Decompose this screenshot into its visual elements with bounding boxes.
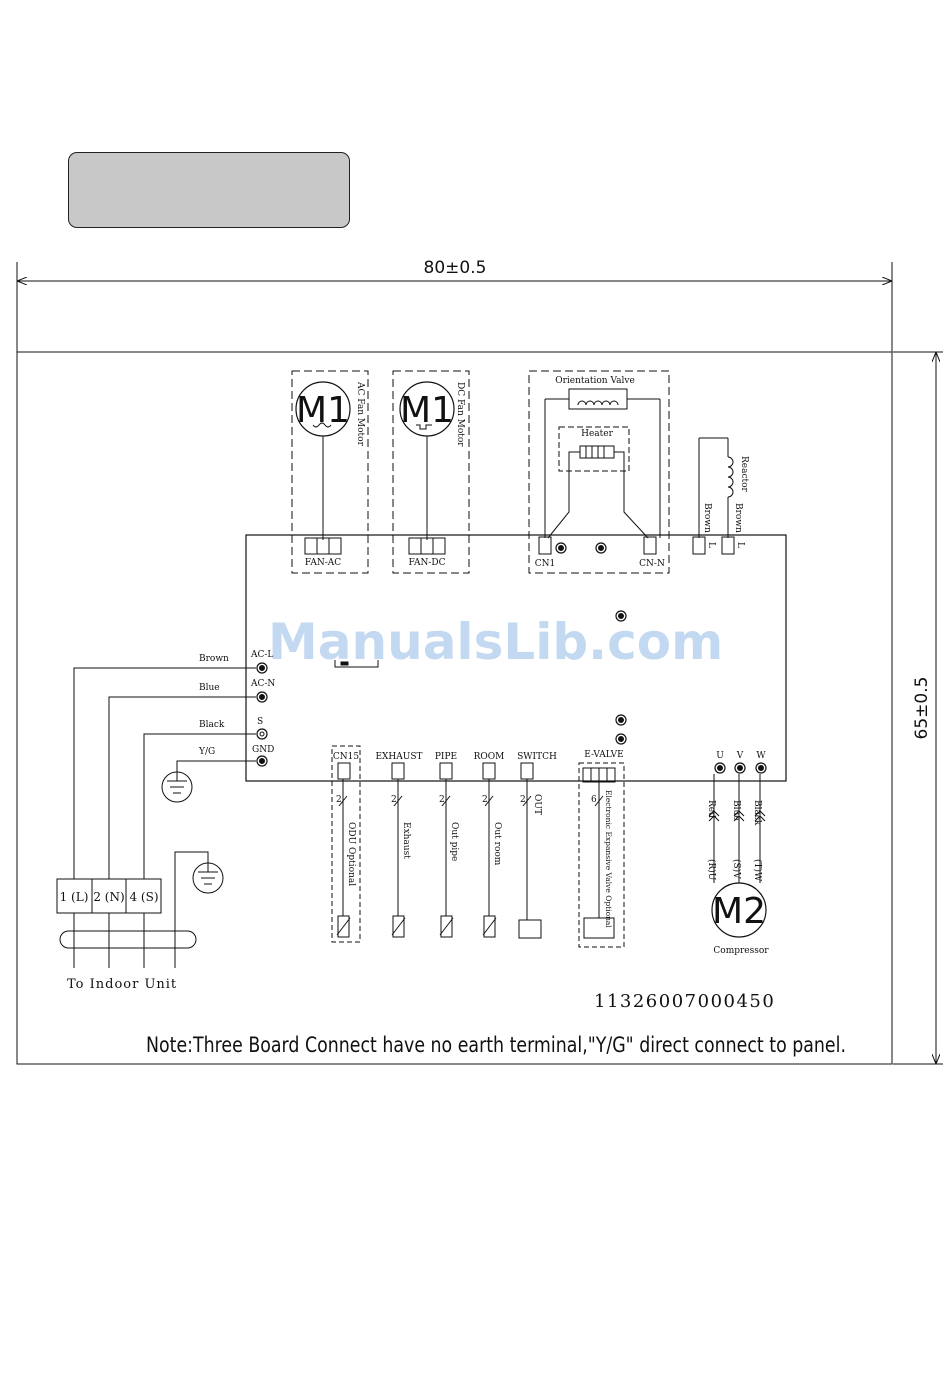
reactor-label: Reactor — [739, 456, 749, 493]
exhaust-wire-count: 2 — [391, 795, 397, 805]
switch-out-label: OUT — [532, 794, 542, 815]
sensor-exhaust — [391, 762, 406, 938]
terminal-block — [56, 878, 162, 914]
dc-fan-motor-label: DC Fan Motor — [455, 382, 465, 447]
ac-n-pin-label: AC-N — [250, 679, 275, 689]
s-pin-label: S — [257, 717, 263, 727]
ac-l-pin-label: AC-L — [250, 650, 273, 660]
part-number: 11326007000450 — [594, 991, 775, 1012]
power-terminal-pins — [256, 662, 268, 767]
width-dimension-label: 80±0.5 — [424, 258, 487, 278]
cable-clamp — [59, 930, 197, 949]
black-wire-label: Black — [199, 720, 225, 730]
sensor-odu-optional — [331, 745, 361, 943]
width-dimension — [16, 262, 893, 352]
compressor-symbol: M2 — [712, 891, 766, 932]
watermark: ManualsLib.com — [268, 613, 724, 671]
power-wires — [73, 667, 256, 968]
e-valve-block — [578, 762, 625, 948]
pipe-connector-label: PIPE — [435, 752, 457, 762]
e-valve-connector-label: E-VALVE — [584, 750, 624, 760]
terminal-sv-label: (S)V — [731, 859, 742, 879]
switch-connector-label: SWITCH — [517, 752, 557, 762]
e-valve-wire-count: 6 — [591, 795, 597, 805]
title-placeholder-box — [68, 152, 350, 228]
out-room-label: Out room — [492, 822, 502, 866]
dc-fan-motor-symbol: M1 — [400, 390, 454, 431]
heater-label: Heater — [581, 429, 613, 439]
note-text: Note:Three Board Connect have no earth t… — [146, 1033, 846, 1057]
diagram-frame — [16, 351, 893, 1065]
brown-wire-label: Brown — [199, 654, 229, 664]
compressor-pins — [714, 762, 767, 774]
terminal-tw-label: (T)W — [752, 859, 763, 882]
fan-dc-connector-label: FAN-DC — [409, 558, 446, 568]
reactor-wire2-label: Brown — [733, 503, 743, 533]
ac-fan-motor — [291, 370, 369, 574]
blue-wire-label: Blue — [199, 683, 220, 693]
yg-wire-label: Y/G — [198, 747, 215, 757]
valve-heater-block — [528, 370, 670, 574]
reactor-pin2-label: L — [735, 542, 745, 548]
exhaust-sensor-label: Exhaust — [401, 822, 411, 859]
pcb-markings — [334, 610, 627, 745]
dc-fan-motor — [392, 370, 470, 574]
terminal-4-label: 4 (S) — [129, 890, 158, 904]
switch-wire-count: 2 — [520, 795, 526, 805]
out-pipe-label: Out pipe — [449, 822, 459, 861]
black-phase-wire-label: Black — [752, 800, 762, 826]
cn15-label: CN15 — [333, 752, 359, 762]
height-dimension — [893, 351, 943, 1065]
blue-phase-wire-label: Blue — [731, 800, 741, 821]
ac-fan-motor-symbol: M1 — [296, 390, 350, 431]
fan-ac-connector-label: FAN-AC — [305, 558, 341, 568]
sensor-out-pipe — [439, 762, 454, 938]
height-dimension-label: 65±0.5 — [912, 677, 932, 740]
switch-connector — [518, 762, 542, 939]
earth-symbol-1 — [161, 770, 193, 803]
terminal-ru-label: (R)U — [706, 859, 717, 881]
e-valve-label: Electronic Expansive Valve Optional — [604, 790, 613, 928]
odu-optional-label: ODU Optional — [346, 822, 356, 886]
terminal-1-label: 1 (L) — [60, 890, 89, 904]
reactor — [692, 437, 735, 555]
reactor-pin1-label: L — [706, 542, 716, 548]
orientation-valve-label: Orientation Valve — [555, 376, 635, 386]
cn1-label: CN1 — [535, 559, 556, 569]
sensor-out-room — [482, 762, 497, 938]
to-indoor-unit-label: To Indoor Unit — [67, 977, 177, 992]
compressor-label: Compressor — [713, 946, 769, 956]
gnd-pin-label: GND — [252, 745, 274, 755]
terminal-2-label: 2 (N) — [93, 890, 124, 904]
cn-n-label: CN-N — [639, 559, 665, 569]
compressor-pin-w: W — [756, 751, 766, 761]
compressor-wires — [708, 774, 767, 938]
pipe-wire-count: 2 — [439, 795, 445, 805]
exhaust-connector-label: EXHAUST — [375, 752, 422, 762]
main-pcb — [245, 534, 787, 782]
room-connector-label: ROOM — [474, 752, 505, 762]
ac-fan-motor-label: AC Fan Motor — [355, 381, 365, 447]
cn15-wire-count: 2 — [336, 795, 342, 805]
red-wire-label: Red — [706, 800, 716, 818]
reactor-wire1-label: Brown — [702, 503, 712, 533]
compressor-pin-v: V — [736, 751, 744, 761]
compressor-pin-u: U — [716, 751, 724, 761]
earth-symbol-2 — [192, 862, 224, 894]
room-wire-count: 2 — [482, 795, 488, 805]
